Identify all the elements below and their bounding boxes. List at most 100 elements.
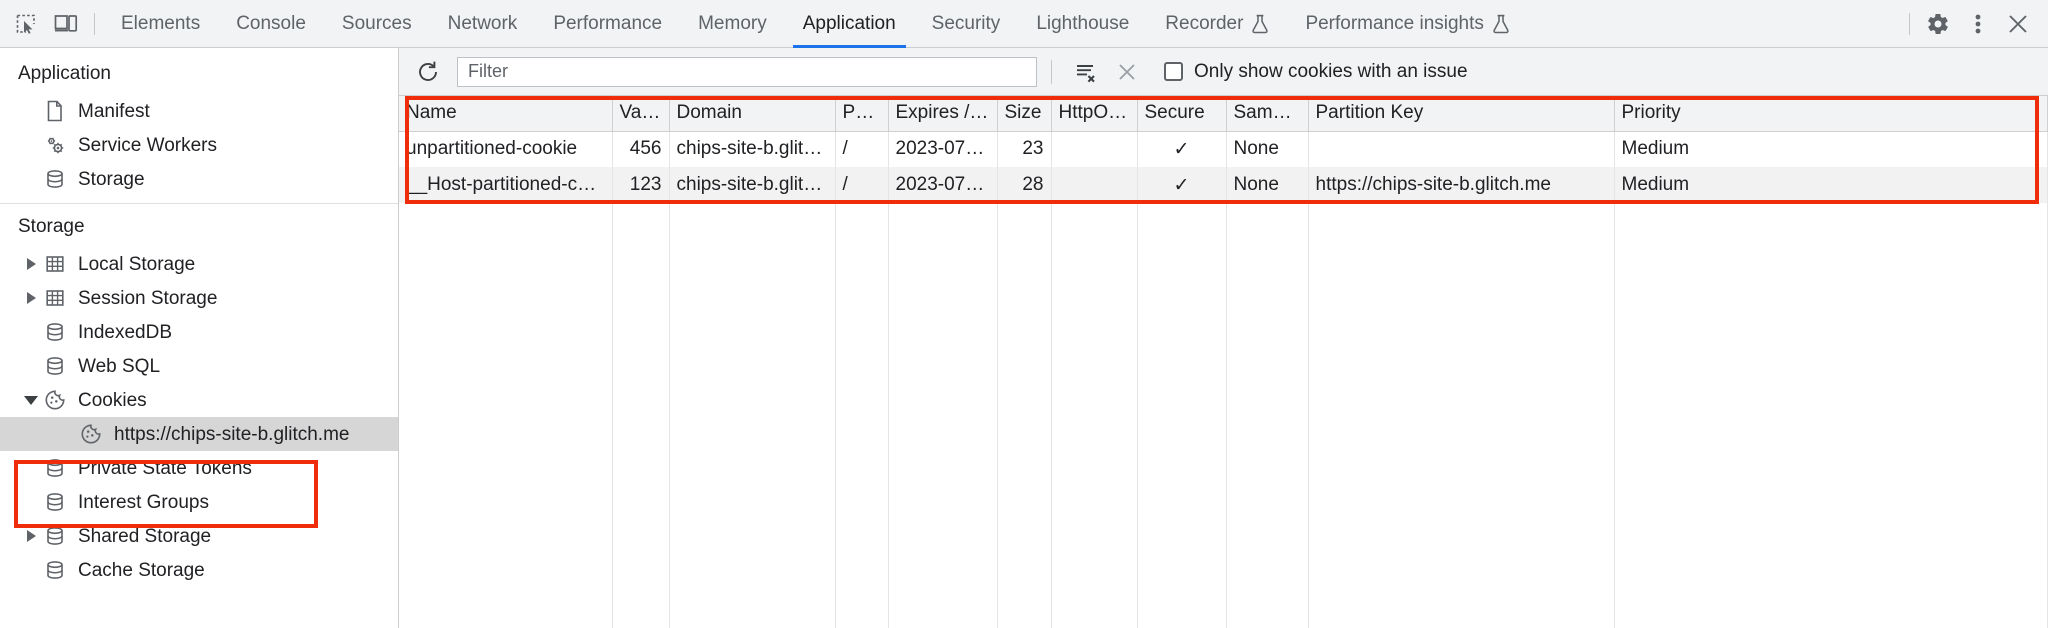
tab-memory[interactable]: Memory — [680, 0, 785, 48]
chevron-down-icon[interactable] — [22, 395, 40, 405]
sidebar-item-web-sql[interactable]: Web SQL — [0, 349, 398, 383]
sidebar-item-indexeddb[interactable]: IndexedDB — [0, 315, 398, 349]
sidebar-item-https-chips-site-b-glitch-me[interactable]: https://chips-site-b.glitch.me — [0, 417, 398, 451]
tab-label: Network — [447, 12, 518, 34]
column-header-priority[interactable]: Priority — [1614, 96, 2048, 132]
filler-cell — [669, 527, 836, 563]
cell-value[interactable]: 123 — [612, 167, 670, 203]
sidebar-item-cache-storage[interactable]: Cache Storage — [0, 553, 398, 587]
tab-security[interactable]: Security — [914, 0, 1019, 48]
column-header-size[interactable]: Size — [997, 96, 1052, 132]
cell-size[interactable]: 23 — [997, 131, 1052, 167]
tab-elements[interactable]: Elements — [103, 0, 218, 48]
chevron-right-icon[interactable] — [22, 530, 40, 542]
filler-cell — [1137, 527, 1227, 563]
filler-cell — [1614, 383, 2048, 419]
close-icon[interactable] — [1998, 4, 2038, 44]
cell-size[interactable]: 28 — [997, 167, 1052, 203]
filler-cell — [1226, 275, 1309, 311]
only-show-issues-checkbox[interactable]: Only show cookies with an issue — [1164, 61, 1468, 83]
cell-samesite[interactable]: None — [1226, 167, 1309, 203]
sidebar-item-label: IndexedDB — [78, 321, 173, 343]
filler-cell — [669, 563, 836, 599]
table-filler-row — [399, 419, 2048, 455]
database-icon — [42, 355, 68, 377]
filler-cell — [835, 239, 889, 275]
sidebar-item-service-workers[interactable]: Service Workers — [0, 128, 398, 162]
column-header-secure[interactable]: Secure — [1137, 96, 1227, 132]
column-header-partition-key[interactable]: Partition Key — [1308, 96, 1615, 132]
device-toolbar-icon[interactable] — [46, 4, 86, 44]
filler-cell — [1614, 239, 2048, 275]
sidebar-item-storage[interactable]: Storage — [0, 162, 398, 196]
chevron-right-icon[interactable] — [22, 292, 40, 304]
inspect-element-icon[interactable] — [6, 4, 46, 44]
search-input[interactable] — [457, 56, 1037, 87]
column-header-expires-m[interactable]: Expires / M… — [888, 96, 998, 132]
column-header-value[interactable]: Value — [612, 96, 670, 132]
sidebar-item-local-storage[interactable]: Local Storage — [0, 247, 398, 281]
cell-expires[interactable]: 2023-07-07… — [888, 167, 998, 203]
cell-domain[interactable]: chips-site-b.glitch.me — [669, 131, 836, 167]
delete-selected-cookie-icon[interactable] — [1108, 53, 1146, 91]
gear-icon[interactable] — [1918, 4, 1958, 44]
filler-cell — [669, 275, 836, 311]
tab-sources[interactable]: Sources — [324, 0, 430, 48]
cell-path[interactable]: / — [835, 167, 889, 203]
cell-name[interactable]: unpartitioned-cookie — [399, 131, 613, 167]
cell-priority[interactable]: Medium — [1614, 167, 2048, 203]
cell-secure[interactable]: ✓ — [1137, 167, 1227, 203]
filler-cell — [1614, 455, 2048, 491]
cell-httponly[interactable] — [1051, 167, 1138, 203]
column-header-httponly[interactable]: HttpOnly — [1051, 96, 1138, 132]
cell-priority[interactable]: Medium — [1614, 131, 2048, 167]
sidebar-item-cookies[interactable]: Cookies — [0, 383, 398, 417]
tab-lighthouse[interactable]: Lighthouse — [1018, 0, 1147, 48]
cell-httponly[interactable] — [1051, 131, 1138, 167]
tab-console[interactable]: Console — [218, 0, 324, 48]
sidebar-item-session-storage[interactable]: Session Storage — [0, 281, 398, 315]
cell-expires[interactable]: 2023-07-07… — [888, 131, 998, 167]
cell-samesite[interactable]: None — [1226, 131, 1309, 167]
sidebar-item-shared-storage[interactable]: Shared Storage — [0, 519, 398, 553]
tab-recorder[interactable]: Recorder — [1147, 0, 1287, 48]
tab-performance[interactable]: Performance — [535, 0, 680, 48]
cell-partitionkey[interactable]: https://chips-site-b.glitch.me — [1308, 167, 1615, 203]
column-header-samesite[interactable]: SameSite — [1226, 96, 1309, 132]
refresh-icon[interactable] — [409, 53, 447, 91]
filler-cell — [1137, 419, 1227, 455]
tab-application[interactable]: Application — [785, 0, 914, 48]
tab-network[interactable]: Network — [430, 0, 536, 48]
cell-domain[interactable]: chips-site-b.glitch.me — [669, 167, 836, 203]
cell-partitionkey[interactable] — [1308, 131, 1615, 167]
experiment-flask-icon — [1492, 14, 1510, 34]
filler-cell — [888, 563, 998, 599]
column-header-path[interactable]: Path — [835, 96, 889, 132]
filler-cell — [1051, 599, 1138, 628]
clear-all-cookies-icon[interactable] — [1066, 53, 1104, 91]
filler-cell — [1137, 203, 1227, 239]
cell-secure[interactable]: ✓ — [1137, 131, 1227, 167]
column-header-domain[interactable]: Domain — [669, 96, 836, 132]
sidebar-item-interest-groups[interactable]: Interest Groups — [0, 485, 398, 519]
cell-path[interactable]: / — [835, 131, 889, 167]
filler-cell — [1226, 527, 1309, 563]
column-header-name[interactable]: Name — [399, 96, 613, 132]
chevron-right-icon[interactable] — [22, 258, 40, 270]
filler-cell — [1051, 203, 1138, 239]
filler-cell — [1308, 527, 1615, 563]
filler-cell — [1226, 203, 1309, 239]
checkbox-box[interactable] — [1164, 62, 1183, 81]
sidebar-item-private-state-tokens[interactable]: Private State Tokens — [0, 451, 398, 485]
three-dot-menu-icon[interactable] — [1958, 4, 1998, 44]
cell-value[interactable]: 456 — [612, 131, 670, 167]
cell-name[interactable]: __Host-partitioned-cookie — [399, 167, 613, 203]
tab-performance-insights[interactable]: Performance insights — [1287, 0, 1527, 48]
filler-cell — [612, 419, 670, 455]
toolbar-right-actions — [1901, 4, 2042, 44]
sidebar-item-manifest[interactable]: Manifest — [0, 94, 398, 128]
